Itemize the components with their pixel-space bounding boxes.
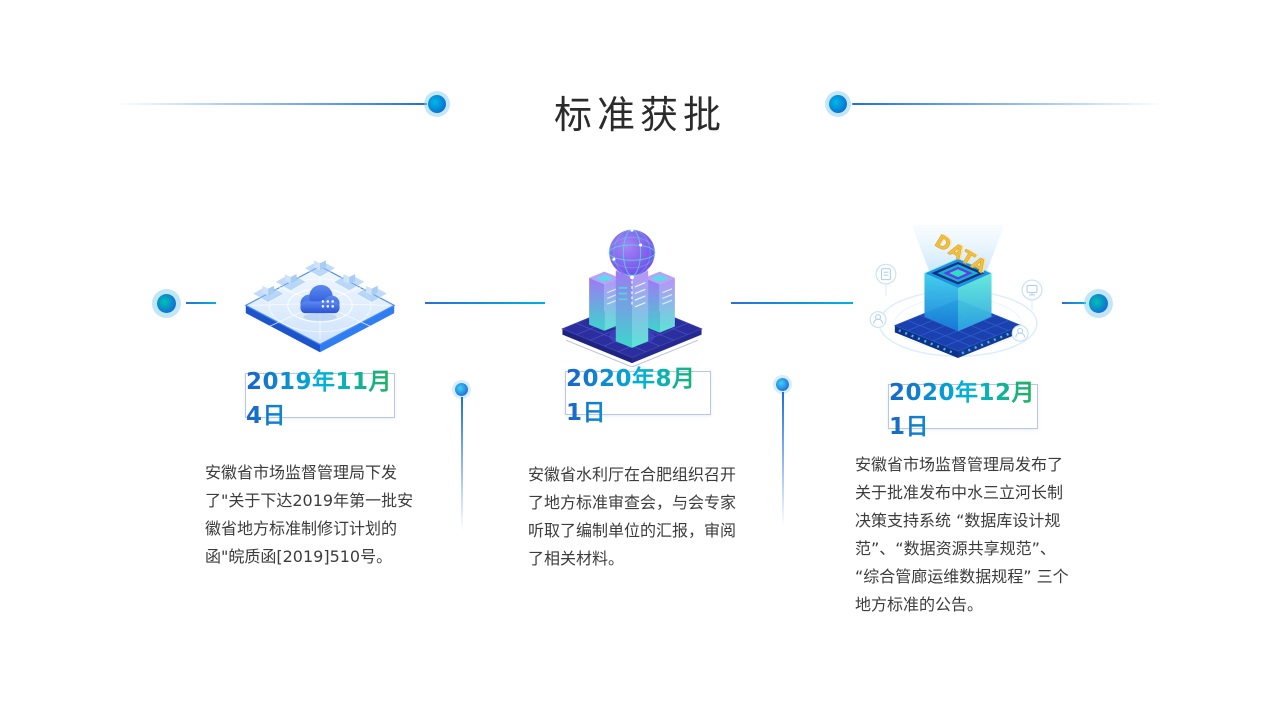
milestone-date-badge: 2019年11月4日 [245, 369, 395, 429]
timeline-segment [186, 302, 216, 304]
monitor-icon [1021, 279, 1043, 310]
milestone-description: 安徽省市场监督管理局下发了"关于下达2019年第一批安徽省地方标准制修订计划的函… [205, 463, 414, 566]
header-decor-line-right [852, 103, 1164, 105]
header-decor-line-left [115, 103, 427, 105]
server-globe-illustration [561, 228, 703, 367]
server-tower [644, 271, 675, 333]
data-cube [924, 257, 992, 332]
milestone-connector [776, 378, 790, 526]
milestone-date-badge: 2020年12月1日 [888, 380, 1038, 440]
person-icon [869, 311, 887, 329]
document-icon [875, 263, 897, 296]
cloud-platform-illustration [244, 257, 396, 353]
server-tower [589, 271, 620, 331]
milestone-date-badge: 2020年8月1日 [565, 366, 711, 426]
data-box-illustration: DATA DATA [869, 224, 1043, 359]
header-decor-dot-left [428, 95, 446, 113]
connector-line [782, 392, 784, 526]
milestone-description: 安徽省水利厅在合肥组织召开了地方标准审查会，与会专家听取了编制单位的汇报，审阅了… [528, 465, 737, 568]
timeline-start-dot [157, 294, 176, 313]
user-icon [1011, 324, 1029, 342]
connector-dot [776, 378, 789, 391]
milestone-connector [455, 383, 469, 531]
timeline-end-dot [1089, 294, 1108, 313]
milestone-date: 2020年12月1日 [889, 373, 1037, 441]
header-decor-dot-right [829, 95, 847, 113]
page-title: 标准获批 [553, 93, 726, 137]
globe-icon [608, 228, 656, 306]
cloud-icon [300, 284, 340, 321]
timeline-segment [1062, 302, 1086, 304]
milestone-description: 安徽省市场监督管理局发布了关于批准发布中水三立河长制决策支持系统 “数据库设计规… [855, 455, 1069, 614]
timeline-segment [425, 302, 545, 304]
milestone-date: 2019年11月4日 [246, 362, 394, 430]
milestone-date: 2020年8月1日 [566, 359, 710, 427]
connector-dot [455, 383, 468, 396]
connector-line [461, 397, 463, 531]
timeline-segment [731, 302, 853, 304]
